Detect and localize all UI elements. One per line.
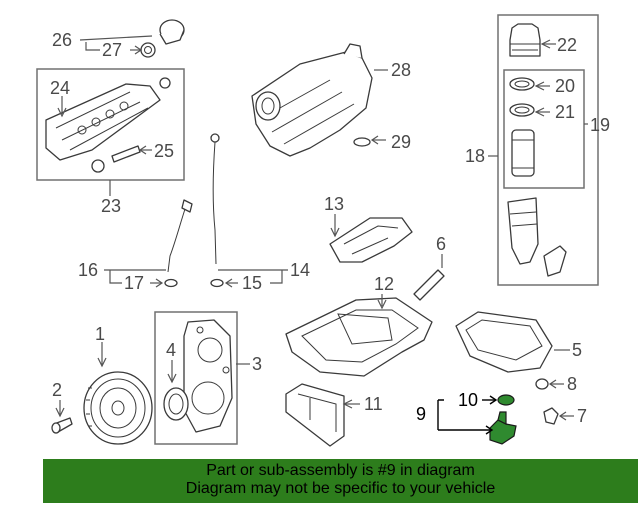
- callout-24: 24: [50, 78, 70, 98]
- crankshaft-pulley-1[interactable]: [83, 371, 153, 445]
- gasket-strip-6[interactable]: [413, 269, 445, 301]
- dipstick-tube-16[interactable]: [167, 199, 193, 273]
- upper-oil-pan-12[interactable]: [285, 297, 433, 377]
- banner-line-1: Part or sub-assembly is #9 in diagram: [206, 462, 475, 479]
- dipstick-seal-15[interactable]: [210, 278, 224, 288]
- oil-filler-cap-26[interactable]: [159, 19, 185, 45]
- oil-level-sensor-9-highlighted[interactable]: [489, 411, 517, 445]
- lower-oil-pan-5[interactable]: [455, 311, 553, 373]
- o-ring-21[interactable]: [509, 103, 535, 117]
- group-box-18: [497, 14, 599, 286]
- banner-line-2: Diagram may not be specific to your vehi…: [185, 480, 496, 497]
- callout-28: 28: [391, 60, 411, 80]
- callout-11: 11: [364, 394, 383, 414]
- callout-2: 2: [52, 380, 62, 400]
- callout-5: 5: [572, 340, 582, 360]
- timing-cover[interactable]: [183, 319, 233, 433]
- callout-20: 20: [555, 76, 575, 96]
- callout-1: 1: [95, 324, 105, 344]
- callout-22: 22: [557, 35, 577, 55]
- callout-9: 9: [416, 404, 426, 424]
- baffle-11[interactable]: [285, 383, 345, 447]
- dipstick-14[interactable]: [210, 133, 220, 265]
- info-banner: Part or sub-assembly is #9 in diagram Di…: [43, 459, 638, 503]
- callout-14: 14: [290, 260, 310, 280]
- group-box-19: [503, 69, 585, 189]
- seal-4[interactable]: [163, 387, 189, 421]
- valve-cover-24[interactable]: [45, 83, 161, 161]
- valve-cover-gasket[interactable]: [91, 77, 171, 173]
- callout-23: 23: [101, 196, 121, 216]
- callout-12: 12: [374, 274, 394, 294]
- filler-cap-seal-27[interactable]: [140, 42, 156, 58]
- manifold-gasket-29[interactable]: [353, 137, 371, 147]
- callout-27: 27: [102, 40, 122, 60]
- callout-21: 21: [555, 102, 575, 122]
- callout-25: 25: [154, 141, 174, 161]
- callout-3: 3: [252, 354, 262, 374]
- filter-cap-22[interactable]: [509, 23, 541, 57]
- tube-seal-17[interactable]: [164, 278, 178, 288]
- callout-26: 26: [52, 30, 72, 50]
- bolt-25[interactable]: [111, 145, 141, 163]
- callout-16: 16: [78, 260, 98, 280]
- group-box-3: [154, 311, 238, 445]
- bracket-13[interactable]: [329, 217, 413, 263]
- callout-10: 10: [458, 390, 478, 410]
- seal-10-highlighted[interactable]: [497, 394, 515, 406]
- callout-19: 19: [590, 115, 610, 135]
- callout-18: 18: [465, 146, 485, 166]
- seal-ring-8[interactable]: [535, 378, 549, 390]
- callout-4: 4: [166, 340, 176, 360]
- filter-housing[interactable]: [507, 197, 567, 277]
- callout-8: 8: [567, 374, 577, 394]
- callout-7: 7: [577, 406, 587, 426]
- intake-manifold-28[interactable]: [251, 43, 373, 157]
- callout-17: 17: [124, 273, 144, 293]
- callout-15: 15: [242, 273, 262, 293]
- oil-filter-element[interactable]: [511, 129, 535, 177]
- callout-13: 13: [324, 194, 344, 214]
- callout-29: 29: [391, 132, 411, 152]
- drain-plug-7[interactable]: [543, 407, 559, 425]
- callout-6: 6: [436, 234, 446, 254]
- pulley-bolt-2[interactable]: [51, 417, 73, 434]
- o-ring-20[interactable]: [509, 77, 535, 91]
